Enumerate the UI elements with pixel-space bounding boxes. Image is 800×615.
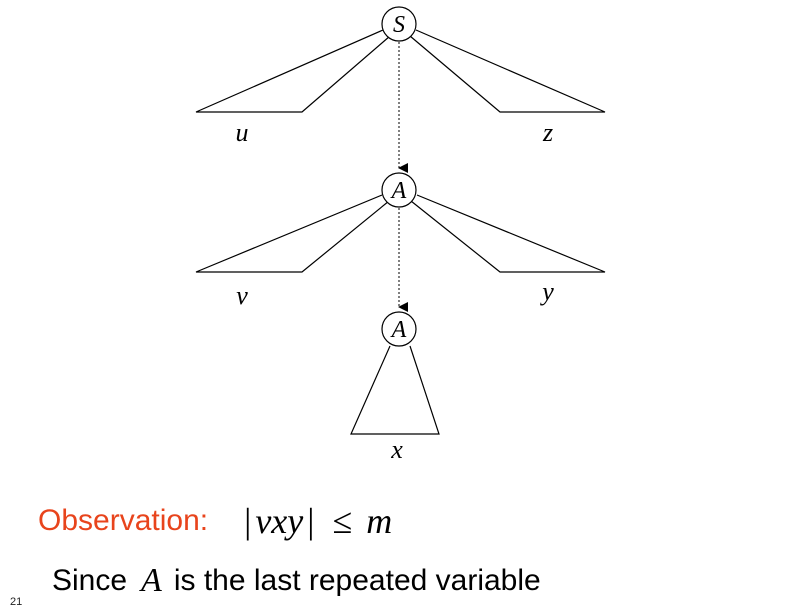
observation-line: Observation: |vxy| ≤ m [38,496,392,546]
left-wedge-u [195,29,391,113]
parse-tree-diagram: S A A u z v y x [195,6,606,464]
statement-suffix: is the last repeated variable [173,564,541,597]
statement-variable: A [141,562,162,599]
formula-relation: ≤ [332,501,353,541]
node-root-label: S [393,12,405,38]
leaf-label-u: u [236,118,249,147]
leaf-label-y: y [539,277,554,306]
top-subtree [195,29,606,113]
leaf-label-z: z [542,118,553,147]
leaf-label-v: v [236,281,248,310]
right-wedge-y [410,194,606,273]
middle-subtree [195,194,606,273]
observation-formula: |vxy| ≤ m [240,500,392,542]
formula-expression: vxy [255,501,304,541]
node-middle: A [381,172,417,208]
node-lower: A [381,311,417,347]
node-middle-label: A [390,178,407,204]
statement-line: Since A is the last repeated variable [52,556,541,606]
formula-bound: m [366,501,393,541]
left-wedge-v [195,194,390,273]
abs-bar-right: | [307,501,315,541]
abs-bar-left: | [244,501,252,541]
leaf-label-x: x [390,435,403,464]
lower-wedge-x [350,345,440,435]
node-lower-label: A [390,317,407,343]
observation-label: Observation: [38,504,209,537]
right-wedge-z [409,29,606,113]
statement-prefix: Since [52,564,128,597]
slide-number: 21 [10,596,23,608]
node-root: S [381,6,417,42]
